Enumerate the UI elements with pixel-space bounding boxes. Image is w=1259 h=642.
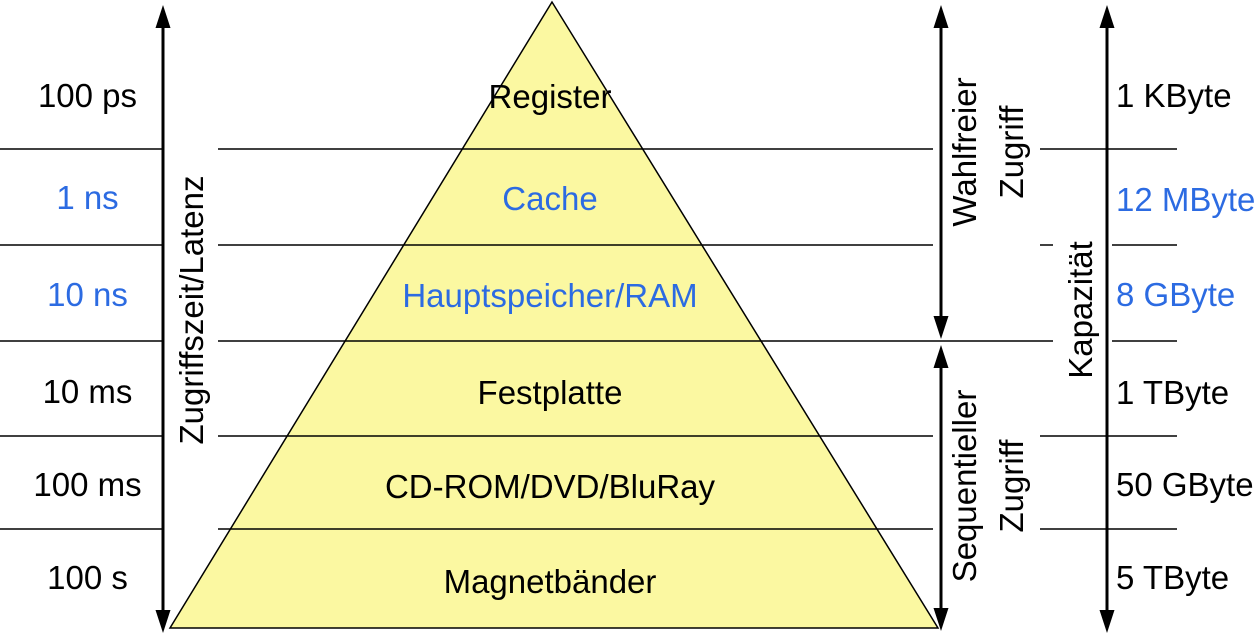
latency-arrow (155, 5, 171, 633)
random-access-label: Wahlfreier Zugriff (941, 77, 1035, 226)
capacity-axis-label: Kapazität (1062, 241, 1099, 379)
sequential-access-label: Sequentieller Zugriff (941, 390, 1035, 583)
latency-optical: 100 ms (33, 466, 142, 503)
latency-register: 100 ps (37, 77, 138, 114)
level-optical: CD-ROM/DVD/BluRay (384, 468, 716, 505)
random-access-label-line2: Zugriff (993, 105, 1030, 199)
capacity-tape: 5 TByte (1116, 559, 1230, 596)
latency-hdd: 10 ms (42, 373, 133, 410)
random-access-label-line1: Wahlfreier (946, 77, 983, 227)
capacity-hdd: 1 TByte (1116, 374, 1230, 411)
capacity-arrow (1099, 5, 1115, 633)
latency-tape: 100 s (47, 559, 128, 596)
pyramid-shape (168, 0, 940, 629)
level-ram: Hauptspeicher/RAM (402, 277, 698, 314)
random-access-arrow (933, 5, 949, 339)
level-hdd: Festplatte (477, 374, 623, 411)
level-tape: Magnetbänder (443, 563, 657, 600)
capacity-ram: 8 GByte (1116, 276, 1236, 313)
capacity-cache: 12 MByte (1116, 181, 1256, 218)
sequential-access-label-line1: Sequentieller (946, 389, 983, 583)
level-cache: Cache (502, 180, 598, 217)
latency-ram: 10 ns (47, 276, 128, 313)
latency-cache: 1 ns (56, 179, 119, 216)
latency-axis-label: Zugriffszeit/Latenz (173, 175, 210, 445)
capacity-register: 1 KByte (1116, 77, 1232, 114)
sequential-access-label-line2: Zugriff (993, 439, 1030, 533)
capacity-optical: 50 GByte (1116, 466, 1254, 503)
sequential-access-arrow (933, 345, 949, 631)
level-register: Register (488, 78, 612, 115)
